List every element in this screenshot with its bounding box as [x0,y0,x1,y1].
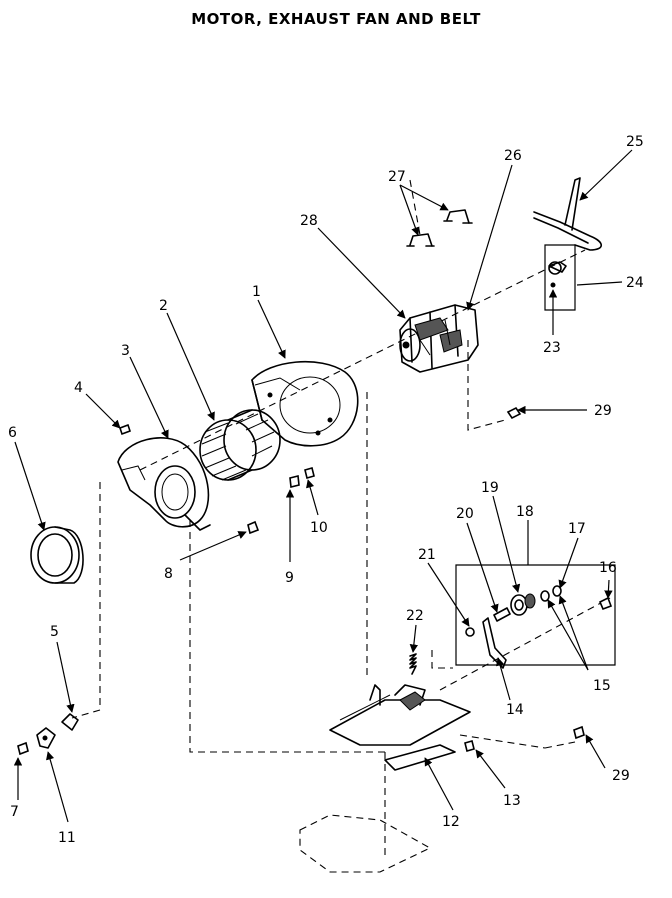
thermostat-clip-part [36,713,79,749]
callout-19: 19 [481,480,499,496]
callout-23: 23 [543,340,561,356]
motor-clip-part [406,209,473,247]
seal-ring-part [30,526,84,584]
callout-numbers: 1 2 3 4 6 5 7 8 9 10 11 12 13 14 15 16 1… [8,134,644,846]
motor-base-part [329,684,471,771]
callout-29-lower: 29 [612,768,630,784]
callout-13: 13 [503,793,521,809]
callout-25: 25 [626,134,644,150]
idler-pulley-part [544,244,576,311]
blower-wheel-part [199,409,281,481]
assembly-lines [71,179,611,858]
callout-17: 17 [568,521,586,537]
fan-shroud-part [251,360,359,447]
callout-27: 27 [388,169,406,185]
callout-18: 18 [516,504,534,520]
callout-8: 8 [164,566,173,582]
callout-21: 21 [418,547,436,563]
callout-1: 1 [252,284,261,300]
callout-2: 2 [159,298,168,314]
callout-6: 6 [8,425,17,441]
drive-belt-part [533,177,603,251]
callout-26: 26 [504,148,522,164]
callout-16: 16 [599,560,617,576]
callout-14: 14 [506,702,524,718]
callout-4: 4 [74,380,83,396]
callout-12: 12 [442,814,460,830]
callout-29-upper: 29 [594,403,612,419]
callout-20: 20 [456,506,474,522]
callout-22: 22 [406,608,424,624]
callout-9: 9 [285,570,294,586]
callout-3: 3 [121,343,130,359]
callout-24: 24 [626,275,644,291]
callout-5: 5 [50,624,59,640]
callout-7: 7 [10,804,19,820]
callout-11: 11 [58,830,76,846]
screw-part [17,406,613,756]
diagram-title: MOTOR, EXHAUST FAN AND BELT [191,10,481,28]
callout-10: 10 [310,520,328,536]
leader-lines [13,149,633,823]
callout-28: 28 [300,213,318,229]
pulley-assembly-part [455,564,616,669]
fan-housing-cover-part [117,437,211,531]
callout-15: 15 [593,678,611,694]
motor-part [399,304,479,373]
spring-part [409,653,417,675]
floor-plate-outline [299,814,432,873]
